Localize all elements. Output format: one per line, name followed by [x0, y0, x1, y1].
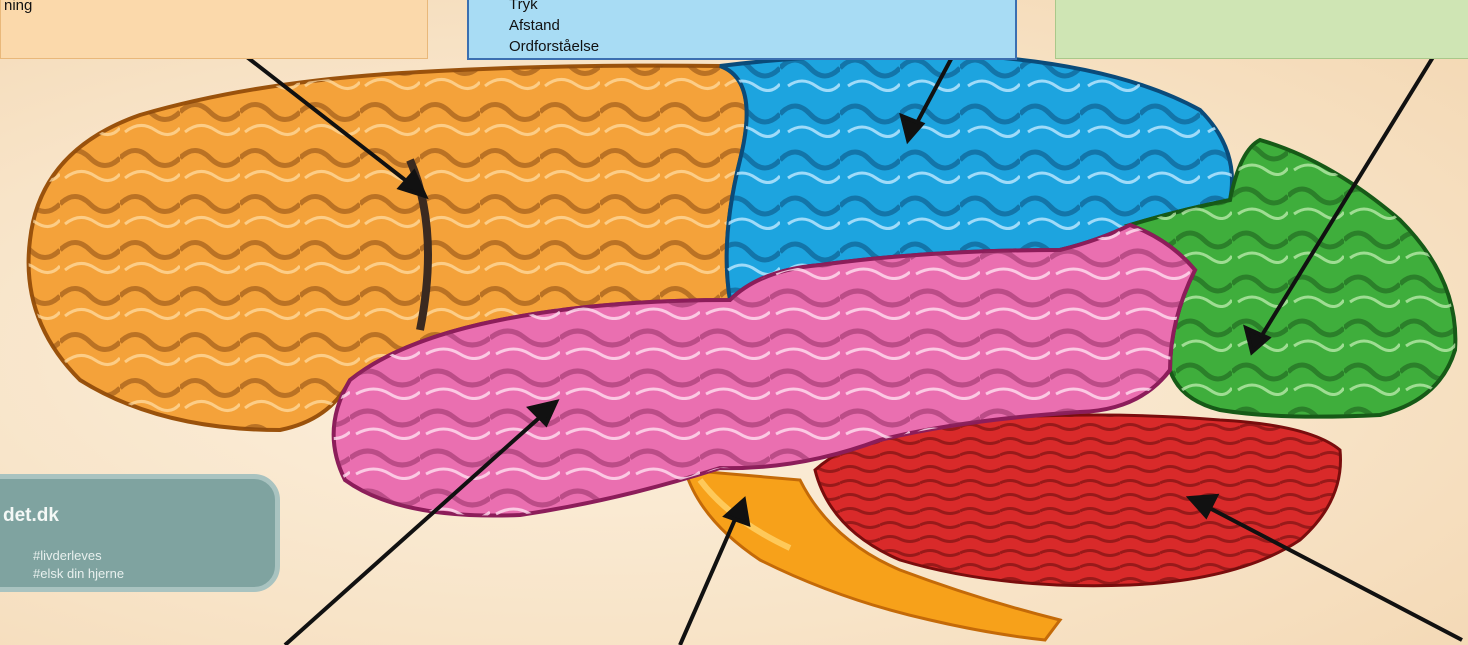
- label-text-frontal: ning: [4, 0, 32, 15]
- watermark-badge: det.dk #livderleves #elsk din hjerne: [0, 474, 280, 592]
- watermark-hashtags: #livderleves #elsk din hjerne: [33, 547, 124, 583]
- label-item: Afstand: [509, 15, 599, 36]
- label-item: Ordforståelse: [509, 36, 599, 57]
- watermark-site: det.dk: [3, 505, 59, 527]
- label-box-parietal: Tryk Afstand Ordforståelse: [467, 0, 1017, 60]
- label-box-frontal: ning: [0, 0, 428, 59]
- arrow-brainstem: [680, 508, 740, 645]
- hashtag: #livderleves: [33, 547, 124, 565]
- label-item: Tryk: [509, 0, 599, 15]
- label-list-parietal: Tryk Afstand Ordforståelse: [509, 0, 599, 57]
- hashtag: #elsk din hjerne: [33, 565, 124, 583]
- arrow-cerebellum: [1198, 502, 1462, 640]
- label-box-occipital: [1055, 0, 1468, 59]
